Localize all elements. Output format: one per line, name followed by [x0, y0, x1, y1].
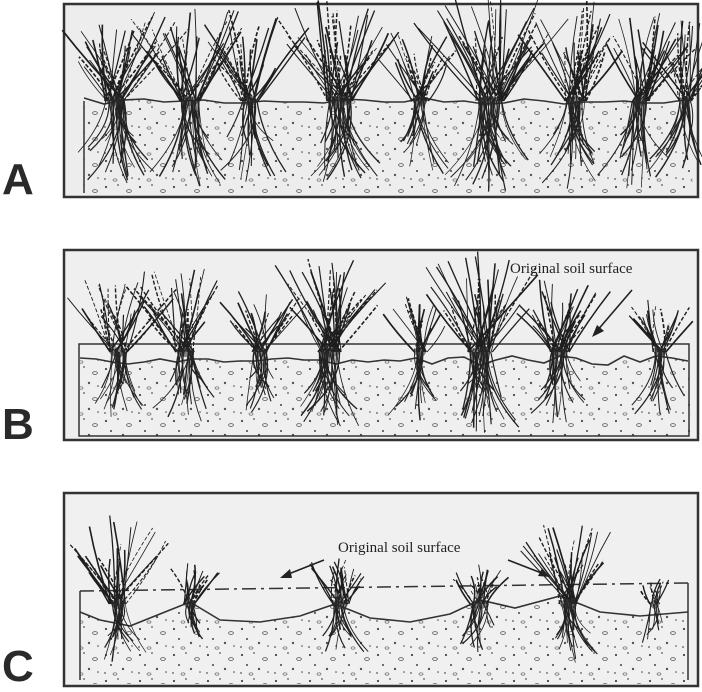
callout-original-soil-surface: Original soil surface — [510, 261, 633, 277]
panel-c: Original soil surface — [64, 493, 698, 686]
soil-layer — [84, 98, 694, 193]
callout-original-soil-surface: Original soil surface — [338, 540, 461, 556]
panel-b: Original soil surface — [64, 250, 698, 440]
panel-a — [62, 0, 702, 197]
soil-layer — [80, 356, 692, 437]
